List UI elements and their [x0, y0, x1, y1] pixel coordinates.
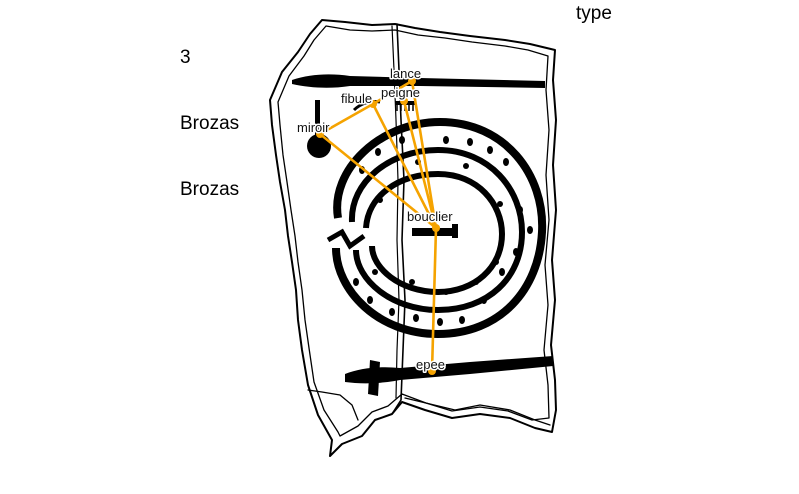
edge-fibule-lance	[371, 79, 414, 106]
node-lance	[408, 77, 416, 85]
graph-nodes	[316, 77, 440, 375]
shield-boss	[412, 228, 456, 236]
edge-miroir-fibule	[318, 102, 375, 136]
stele-outline	[269, 19, 557, 457]
edge-fibule-bouclier	[371, 102, 438, 230]
edge-peigne-bouclier	[402, 99, 438, 230]
node-peigne	[400, 97, 408, 105]
edge-lance-bouclier	[410, 79, 438, 230]
edge-bouclier-epee	[430, 226, 438, 373]
node-label-epee: epee	[416, 357, 445, 372]
node-label-bouclier: bouclier	[407, 209, 453, 224]
shield-inner-ring	[363, 170, 506, 296]
node-epee	[428, 367, 436, 375]
shield-notch	[326, 228, 366, 250]
node-bouclier	[432, 224, 440, 232]
node-label-peigne: peigne	[381, 85, 420, 100]
stele-bottom-edge	[307, 389, 551, 426]
miroir-engraving	[307, 100, 331, 158]
stele-site-repeat: Brozas	[180, 179, 240, 200]
stele-site: Brozas	[180, 113, 240, 134]
node-miroir	[316, 130, 324, 138]
graph-labels: lance peigne fibule miroir bouclier epee	[296, 65, 455, 374]
shield-dots	[353, 136, 533, 326]
type-label: type	[576, 3, 612, 24]
stele-title: 3 Brozas Brozas	[180, 3, 239, 223]
graph-edges	[318, 79, 438, 373]
stele-outline-inner	[277, 25, 550, 437]
node-fibule	[369, 100, 377, 108]
lance-engraving	[292, 74, 545, 88]
stele-number: 3	[180, 47, 191, 68]
stele-crack	[391, 23, 406, 415]
edge-miroir-bouclier	[318, 132, 438, 230]
node-label-miroir: miroir	[297, 120, 330, 135]
shield-outer-ring	[332, 117, 547, 339]
node-label-fibule: fibule	[341, 91, 372, 106]
epee-engraving	[345, 356, 553, 396]
engravings	[292, 74, 553, 396]
node-label-lance: lance	[390, 66, 421, 81]
